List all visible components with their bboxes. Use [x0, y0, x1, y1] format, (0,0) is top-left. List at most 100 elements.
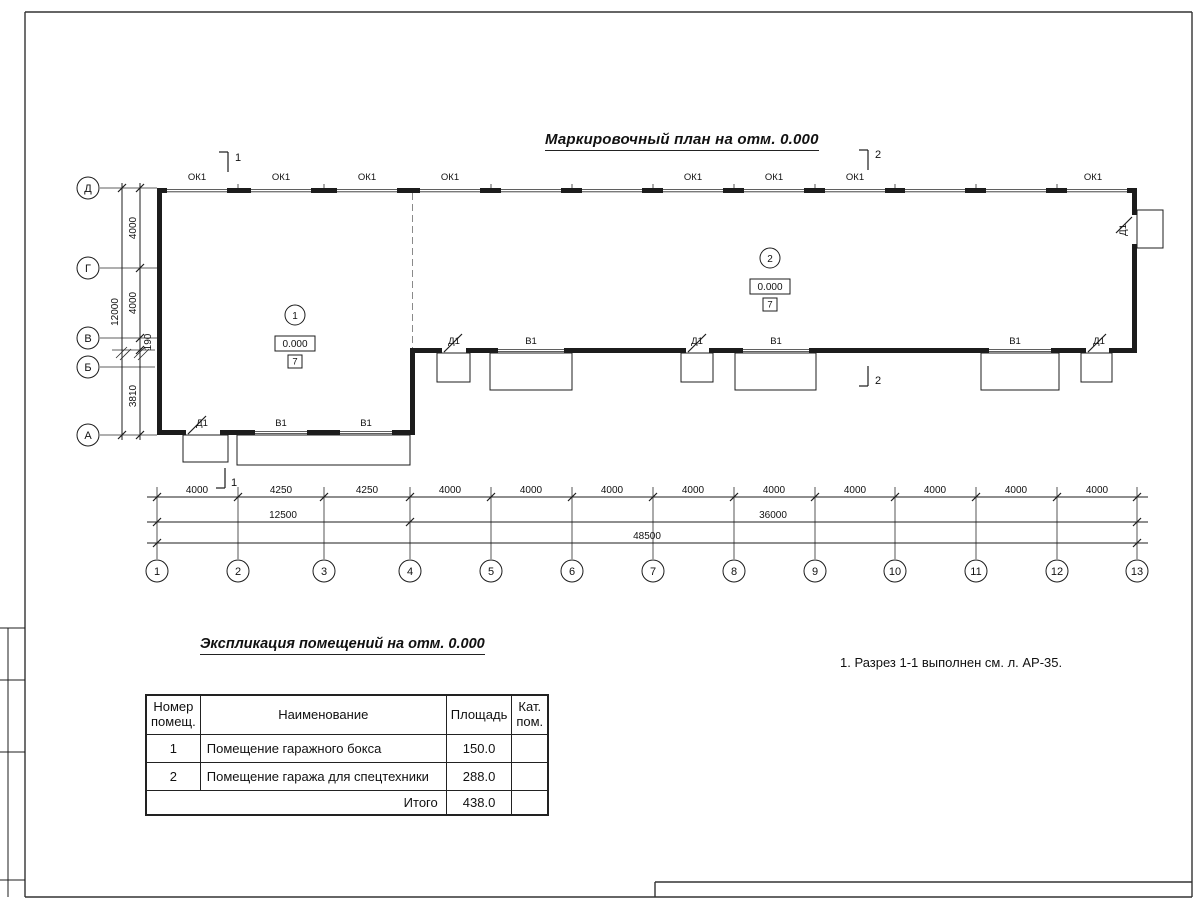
floor-type-box [762, 297, 778, 312]
bottom-left-openings [186, 415, 392, 436]
dim-label: 12000 [110, 298, 121, 326]
window-symbol [986, 187, 1046, 194]
window-symbol [663, 187, 723, 194]
porch-outline [1136, 209, 1164, 249]
gate-opening [340, 429, 392, 436]
left-wall [157, 188, 162, 435]
gate-label: В1 [275, 418, 287, 429]
cell-area: 288.0 [445, 761, 513, 791]
section-mark-2-bottom: 2 [859, 366, 881, 387]
axis-label: 4 [407, 566, 413, 578]
window-label: ОК1 [188, 172, 206, 183]
floor-type: 7 [767, 300, 772, 311]
dim-row-groups: 12500 36000 [147, 510, 1148, 527]
window-label: ОК1 [846, 172, 864, 183]
dim-label: 4000 [1005, 485, 1028, 496]
room-number: 2 [767, 254, 773, 265]
window-symbol [251, 187, 311, 194]
axis-label: 12 [1051, 566, 1063, 578]
dim-label: 4000 [844, 485, 867, 496]
window-symbol [337, 187, 397, 194]
cell-category [511, 733, 549, 763]
top-wall [157, 188, 1137, 193]
room-number: 1 [292, 311, 298, 322]
dim-left: 4000 4000 190 3810 12000 [100, 183, 157, 440]
table-row: 1 Помещение гаражного бокса 150.0 [145, 733, 549, 763]
dim-label: 4000 [1086, 485, 1109, 496]
dim-label: 4000 [128, 216, 139, 239]
section-number: 1 [231, 477, 237, 489]
axis-label: А [84, 430, 92, 442]
dim-label: 4000 [601, 485, 624, 496]
cell-name: Помещение гаражного бокса [199, 733, 447, 763]
dim-row-total: 48500 [147, 531, 1148, 548]
dim-label: 12500 [269, 510, 297, 521]
section-mark-2-top: 2 [859, 149, 881, 170]
sheet-frame [0, 11, 1193, 898]
door-opening [186, 415, 220, 436]
apron-outline [236, 434, 411, 466]
axis-label: 10 [889, 566, 901, 578]
dim-label: 4000 [763, 485, 786, 496]
dim-row-bays: 4000 4250 4250 4000 4000 4000 4000 4000 … [147, 485, 1148, 502]
bottom-right-openings [442, 333, 1109, 354]
col-header-name: Наименование [199, 694, 447, 735]
porch-outline [436, 352, 471, 383]
window-symbol [905, 187, 965, 194]
section-mark-1-top: 1 [219, 151, 241, 172]
section-number: 2 [875, 149, 881, 161]
cell-name: Помещение гаража для спецтехники [199, 761, 447, 791]
header-line: пом. [516, 713, 544, 729]
section-mark-1-bottom: 1 [216, 468, 237, 489]
window-labels: ОК1 ОК1 ОК1 ОК1 ОК1 ОК1 ОК1 ОК1 [188, 172, 1102, 183]
porch-outline [680, 352, 714, 383]
window-symbol [167, 187, 227, 194]
gate-label: В1 [360, 418, 372, 429]
dim-label: 4000 [186, 485, 209, 496]
dim-label: 4000 [682, 485, 705, 496]
window-symbol [1067, 187, 1127, 194]
window-symbol [420, 187, 480, 194]
window-symbol [501, 187, 561, 194]
col-header-number: Номер помещ. [145, 694, 201, 735]
cell-category [511, 789, 549, 816]
room-number-circle [759, 247, 781, 269]
dimensions: 4000 4250 4250 4000 4000 4000 4000 4000 … [100, 183, 1148, 559]
apron-outline [980, 352, 1060, 391]
partition-wall [410, 348, 415, 435]
dim-label: 36000 [759, 510, 787, 521]
window-symbol [825, 187, 885, 194]
axis-label: Г [85, 263, 91, 275]
gate-opening [255, 429, 307, 436]
table-row: 2 Помещение гаража для спецтехники 288.0 [145, 761, 549, 791]
apron-outline [734, 352, 817, 391]
floor-plan: ОК1 ОК1 ОК1 ОК1 ОК1 ОК1 ОК1 ОК1 Д1 Д1 Д1… [157, 149, 1164, 489]
header-line: Номер [153, 698, 194, 714]
gate-opening [498, 347, 564, 354]
axis-label: 1 [154, 566, 160, 578]
axis-label: Б [84, 362, 91, 374]
col-header-category: Кат. пом. [511, 694, 549, 735]
elevation-box [749, 278, 791, 295]
axis-label: В [84, 333, 91, 345]
axis-bubbles-columns: 1 2 3 4 5 6 7 8 9 10 11 12 13 [145, 559, 1149, 583]
door-opening [1086, 333, 1109, 354]
window-label: ОК1 [1084, 172, 1102, 183]
window-label: ОК1 [358, 172, 376, 183]
window-symbol [582, 187, 642, 194]
cell-number: 1 [145, 733, 201, 763]
table-total-row: Итого 438.0 [145, 789, 549, 816]
door-label: Д1 [196, 418, 208, 429]
door-label: Д1 [691, 336, 703, 347]
explication-table: Номер помещ. Наименование Площадь Кат. п… [145, 694, 550, 816]
header-line: Кат. [518, 699, 542, 715]
gate-opening [743, 347, 809, 354]
extension-lines [156, 487, 1138, 559]
axis-label: 2 [235, 566, 241, 578]
elevation-value: 0.000 [757, 282, 782, 293]
dim-label: 4000 [128, 291, 139, 314]
axis-label: 7 [650, 566, 656, 578]
drawing-title: Маркировочный план на отм. 0.000 [545, 131, 819, 151]
gate-label: В1 [770, 336, 782, 347]
apron-outline [489, 352, 573, 391]
